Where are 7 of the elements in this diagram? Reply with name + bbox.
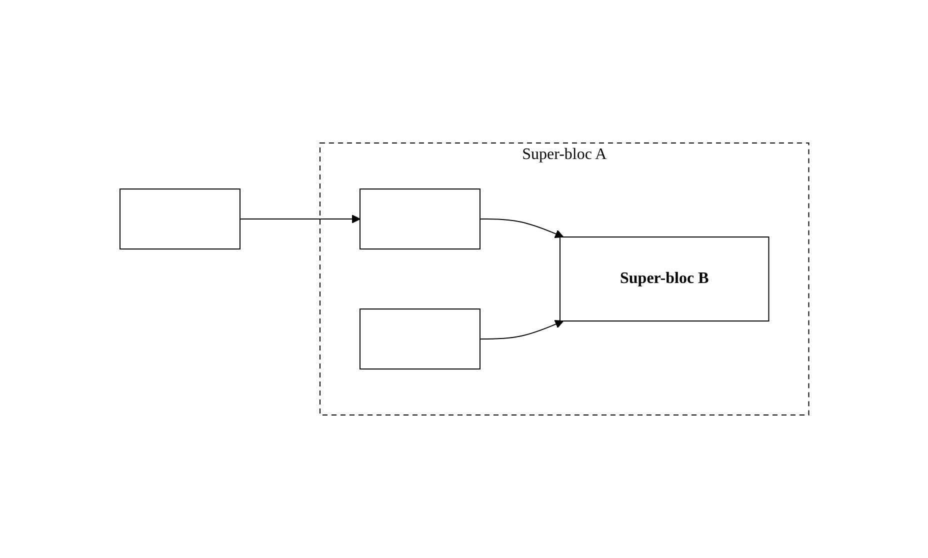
node-box bbox=[359, 308, 480, 370]
node-box bbox=[119, 188, 240, 250]
arrow bbox=[479, 218, 564, 238]
node-box bbox=[359, 188, 480, 250]
arrow bbox=[239, 214, 360, 224]
arrow bbox=[479, 320, 564, 340]
node-box: Super-bloc B bbox=[559, 236, 769, 322]
